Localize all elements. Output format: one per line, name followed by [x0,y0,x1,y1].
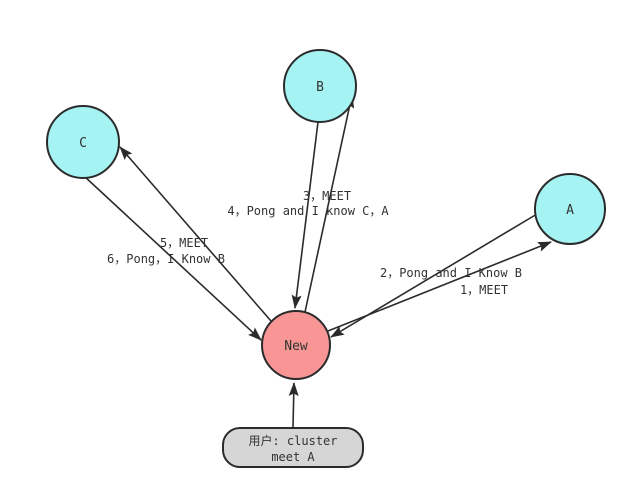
arrow-a-to-new-pong [330,213,538,338]
arrow-b-to-new-pong [291,121,319,309]
node-group: B C A New [46,49,606,380]
node-a-label: A [566,203,574,218]
edge-label-step4: 4，Pong and I know C，A [227,204,389,218]
edge-label-step6: 6，Pong，I Know B [107,252,225,266]
node-b [283,49,357,123]
edge-group [83,94,552,428]
node-b-label: B [316,80,324,95]
edge-label-step1: 1，MEET [460,283,508,297]
edge-label-step3: 3，MEET [303,189,351,203]
node-new-label: New [284,339,308,354]
node-new [261,310,331,380]
arrow-command-to-new [288,382,299,428]
arrow-c-to-new-pong [83,175,262,341]
node-c-label: C [79,136,87,151]
edge-label-step5: 5，MEET [160,236,208,250]
node-c [46,105,120,179]
user-command-box: 用户: cluster meet A [222,427,364,468]
user-command-line2: meet A [271,450,315,464]
node-a [534,173,606,245]
arrow-new-to-c-meet [119,146,272,322]
arrow-new-to-a-meet [327,241,552,332]
edge-label-step2: 2，Pong and I Know B [380,266,522,280]
user-command-box-shape [222,427,364,468]
user-command-line1: 用户: cluster [248,433,337,448]
arrow-new-to-b-meet [304,94,355,313]
